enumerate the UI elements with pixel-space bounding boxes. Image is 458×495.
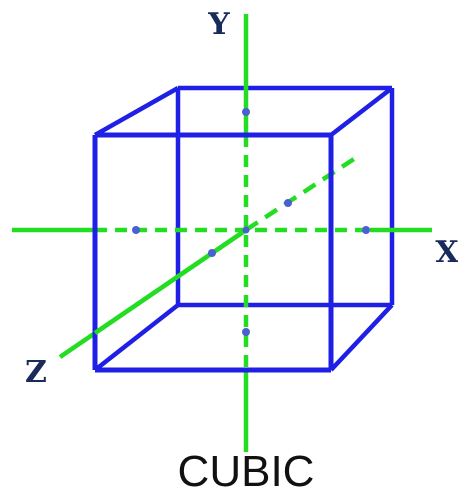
x-axis-left-point — [132, 226, 140, 234]
axis-points — [132, 108, 370, 336]
diagram-caption: CUBIC — [178, 447, 315, 495]
cube-depth-edge-bottom-right — [329, 303, 394, 372]
y-axis-top-point — [242, 108, 250, 116]
cube-depth-edge-bottom-left — [93, 303, 180, 372]
cube-depth-edge-top-right — [329, 86, 394, 137]
y-axis-label: Y — [207, 7, 230, 42]
cube-depth-edges — [93, 86, 394, 372]
y-axis-bottom-point — [242, 328, 250, 336]
axes — [12, 14, 432, 452]
x-axis-label: X — [435, 235, 458, 270]
cube-depth-edge-top-left — [93, 86, 180, 137]
z-axis-label: Z — [25, 355, 47, 390]
z-axis-front-point — [208, 249, 216, 257]
z-axis-back-point — [284, 199, 292, 207]
z-axis-back — [244, 153, 362, 232]
cube-back-face — [175, 85, 395, 308]
origin-point — [242, 226, 250, 234]
x-axis-right-point — [362, 226, 370, 234]
z-axis-front-overlay — [93, 228, 248, 335]
